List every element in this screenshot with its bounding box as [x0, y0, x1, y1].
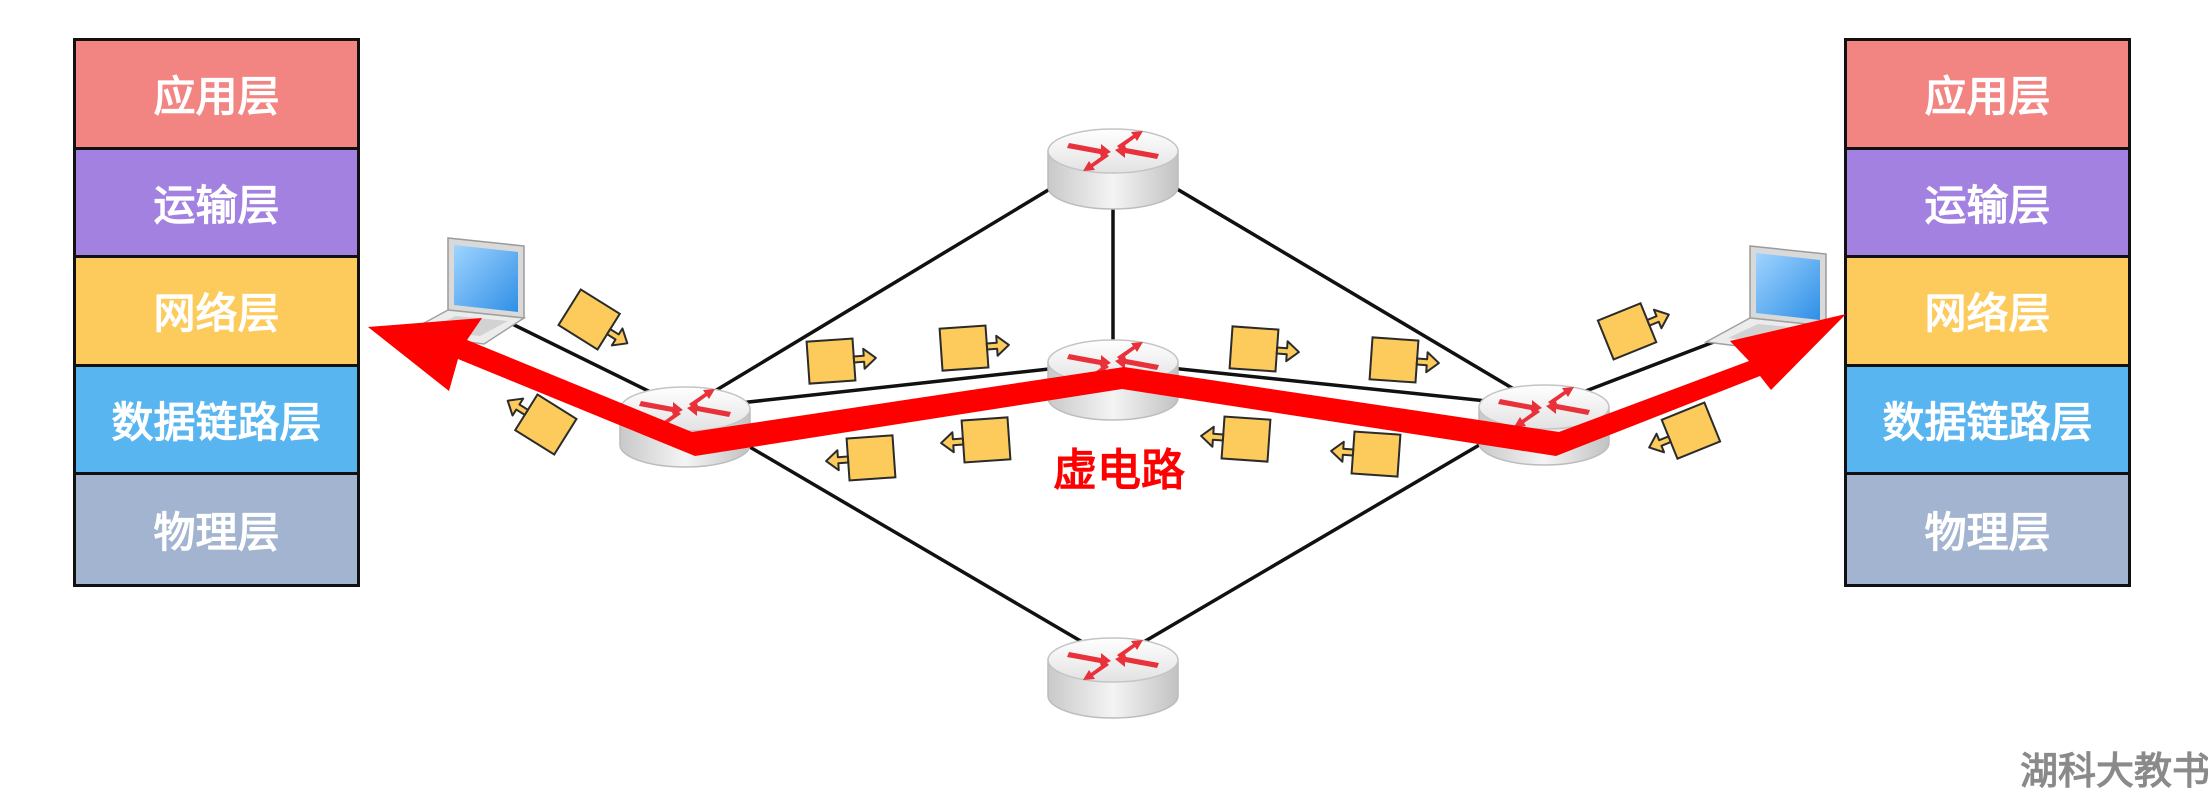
link-top-r3 — [1112, 149, 1545, 409]
link-mid-r3 — [1112, 360, 1545, 409]
packet-icon — [1596, 294, 1678, 361]
left-network-layer: 网络层 — [76, 258, 357, 367]
watermark-text: 湖科大教书匠 — [2020, 749, 2208, 793]
link-r1-mid — [684, 360, 1114, 411]
right-protocol-stack: 应用层 运输层 网络层 数据链路层 物理层 — [1844, 38, 2131, 587]
router-top-icon — [1047, 128, 1179, 210]
link-r1-top — [684, 149, 1114, 411]
left-physical-layer: 物理层 — [76, 475, 357, 584]
right-network-layer: 网络层 — [1847, 258, 2128, 367]
packet-icon — [805, 335, 879, 385]
link-r1-bottom — [684, 407, 1114, 662]
left-application-layer: 应用层 — [76, 41, 357, 150]
right-transport-layer: 运输层 — [1847, 149, 2128, 259]
packet-icon — [823, 434, 897, 484]
virtual-circuit-arrow — [368, 314, 1846, 456]
left-transport-layer: 运输层 — [76, 149, 357, 259]
right-datalink-layer: 数据链路层 — [1847, 366, 2128, 476]
packet-icon — [557, 288, 640, 363]
router-bottom-icon — [1047, 637, 1179, 719]
packet-icon — [1368, 336, 1442, 386]
virtual-circuit-label: 虚电路 — [1053, 445, 1185, 496]
packet-icon — [938, 322, 1012, 372]
packet-icon — [1228, 325, 1302, 375]
right-physical-layer: 物理层 — [1847, 475, 2128, 584]
right-application-layer: 应用层 — [1847, 41, 2128, 150]
link-bottom-r3 — [1112, 405, 1545, 662]
left-datalink-layer: 数据链路层 — [76, 366, 357, 476]
left-protocol-stack: 应用层 运输层 网络层 数据链路层 物理层 — [73, 38, 360, 587]
network-links — [499, 149, 1746, 662]
packet-icon — [1328, 428, 1402, 478]
network-diagram — [368, 128, 1846, 719]
packet-icon — [1198, 413, 1272, 463]
packet-icon — [938, 416, 1012, 466]
